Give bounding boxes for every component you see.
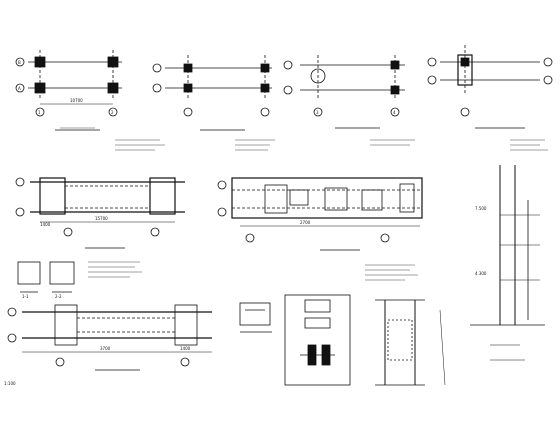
foundation-plan-bottom: [7, 304, 212, 371]
column-detail-right: [470, 165, 545, 361]
notes-center: [88, 261, 418, 281]
dim-bay-1: 1400: [40, 222, 51, 227]
plan-view-1: [15, 50, 122, 131]
axis-label-3: 3: [316, 110, 319, 115]
dim-bay-3: 2700: [300, 220, 311, 225]
long-plan-center: [217, 177, 423, 251]
section-cut-label: 1-1: [22, 294, 29, 299]
axis-label-b: B: [18, 60, 21, 65]
dim-long-span: 15700: [95, 216, 108, 221]
axis-label-2: 2: [111, 110, 114, 115]
pile-detail: [375, 299, 446, 386]
joint-detail-2: [284, 294, 351, 386]
plan-view-4: [427, 45, 553, 129]
dim-bay-4: 1400: [180, 346, 191, 351]
axis-label-4: 4: [393, 110, 396, 115]
axis-label-a: A: [18, 86, 21, 91]
section-cut-label-2: 2-2: [55, 294, 62, 299]
section-details-left: [17, 261, 75, 293]
dim-bay-2: 3700: [100, 346, 111, 351]
elev-level-1: 7.500: [475, 206, 487, 211]
plan-view-3: [283, 55, 405, 129]
elev-level-2: 4.300: [475, 271, 487, 276]
axis-label-1: 1: [38, 110, 41, 115]
elevation-left: [15, 177, 185, 249]
axis-bubble-b: [15, 57, 25, 67]
sheet-scale: 1:100: [4, 381, 16, 386]
axis-bubble-a: [15, 83, 25, 93]
notes-blocks: [115, 139, 548, 151]
axis-bubble-2: [108, 107, 118, 117]
plan-view-2: [152, 55, 272, 131]
joint-detail-1: [239, 302, 272, 333]
axis-bubble-1: [35, 107, 45, 117]
dim-plan-span: 10700: [70, 98, 83, 103]
